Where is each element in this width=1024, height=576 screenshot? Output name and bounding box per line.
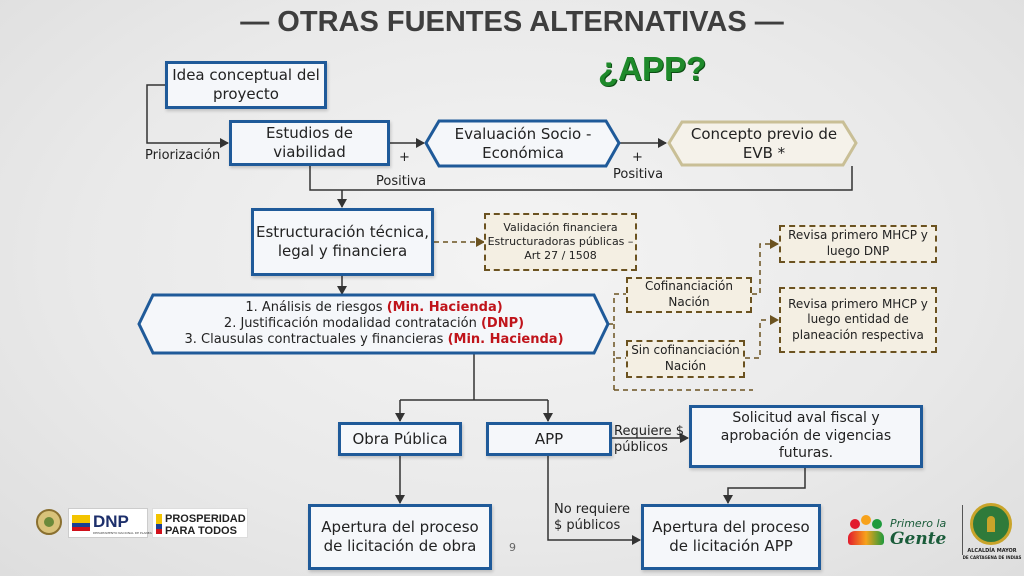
idea-conceptual-box: Idea conceptual del proyecto	[165, 61, 327, 109]
concepto-text: Concepto previo de EVB *	[690, 124, 838, 162]
estudios-viabilidad-box: Estudios de viabilidad	[229, 120, 390, 166]
apertura-obra-box: Apertura del proceso de licitación de ob…	[308, 504, 492, 570]
app-question-title: ¿APP?	[598, 50, 707, 87]
connector-idea-estudios	[146, 84, 229, 148]
connector-positiva-return	[309, 166, 853, 191]
obra-publica-text: Obra Pública	[352, 429, 448, 448]
revisa-entidad-box: Revisa primero MHCP y luego entidad de p…	[779, 287, 937, 353]
plus-label-1: +	[399, 150, 410, 165]
dnp-logo: DNP DEPARTAMENTO NACIONAL DE PLANEACIÓN	[68, 508, 159, 538]
seal-inner-icon	[44, 517, 54, 527]
revisa-dnp-text: Revisa primero MHCP y luego DNP	[788, 228, 928, 258]
priorizacion-label: Priorización	[145, 148, 221, 163]
flag-stripes-icon	[72, 515, 90, 531]
cartagena-seal-logo	[970, 503, 1012, 545]
apertura-app-text: Apertura del proceso de licitación APP	[652, 518, 810, 555]
apertura-obra-text: Apertura del proceso de licitación de ob…	[321, 518, 479, 555]
concepto-shape	[667, 120, 858, 167]
colombia-seal-logo	[36, 509, 62, 535]
analisis-item-1-tag: (Min. Hacienda)	[386, 299, 503, 315]
idea-conceptual-text: Idea conceptual del proyecto	[172, 66, 320, 103]
estructuracion-box: Estructuración técnica, legal y financie…	[251, 208, 434, 276]
page-title: — OTRAS FUENTES ALTERNATIVAS —	[240, 6, 784, 38]
connector-app-apertura	[547, 456, 641, 545]
sin-cofinanciacion-text: Sin cofinanciación Nación	[631, 343, 740, 373]
positiva-label-2: Positiva	[613, 167, 664, 182]
prosperidad-line-2: PARA TODOS	[165, 525, 237, 537]
analisis-item-2: 2. Justificación modalidad contratación …	[223, 315, 525, 331]
people-figures-icon	[848, 515, 884, 549]
app-text: APP	[534, 429, 564, 448]
analisis-list: 1. Análisis de riesgos (Min. Hacienda) 2…	[158, 295, 590, 353]
connector-cofin-revisa-dnp	[752, 239, 779, 295]
validacion-financiera-box: Validación financiera Estructuradoras pú…	[484, 213, 637, 271]
obra-publica-box: Obra Pública	[338, 422, 462, 456]
cofinanciacion-box: Cofinanciación Nación	[626, 277, 752, 313]
no-requiere-label: No requiere $ públicos	[554, 502, 631, 533]
prosperidad-flag-icon	[156, 514, 162, 534]
solicitud-aval-box: Solicitud aval fiscal y aprobación de vi…	[689, 405, 923, 468]
dnp-logo-subtext: DEPARTAMENTO NACIONAL DE PLANEACIÓN	[93, 531, 160, 535]
sin-cofinanciacion-box: Sin cofinanciación Nación	[626, 340, 745, 378]
page-number: 9	[509, 541, 516, 554]
apertura-app-box: Apertura del proceso de licitación APP	[641, 504, 821, 570]
alcaldia-line-1: ALCALDÍA MAYOR	[967, 548, 1017, 554]
estructuracion-text: Estructuración técnica, legal y financie…	[256, 223, 429, 260]
analisis-item-1: 1. Análisis de riesgos (Min. Hacienda)	[245, 299, 503, 315]
revisa-entidad-text: Revisa primero MHCP y luego entidad de p…	[788, 296, 928, 342]
analisis-item-3: 3. Clausulas contractuales y financieras…	[184, 332, 564, 348]
evaluacion-shape	[424, 119, 621, 168]
solicitud-aval-text: Solicitud aval fiscal y aprobación de vi…	[720, 410, 892, 462]
positiva-label-1: Positiva	[376, 174, 427, 189]
prosperidad-logo: PROSPERIDAD PARA TODOS	[152, 508, 248, 538]
logo-divider	[962, 505, 963, 555]
estudios-viabilidad-text: Estudios de viabilidad	[266, 124, 353, 161]
primero-la-text: Primero la	[890, 517, 947, 530]
connector-sin-revisa-entidad	[745, 315, 779, 359]
connector-split-sin	[613, 324, 626, 359]
connector-solicitud-apertura	[723, 468, 806, 504]
plus-label-2: +	[632, 150, 643, 165]
validacion-financiera-text: Validación financiera Estructuradoras pú…	[487, 220, 634, 263]
analisis-item-3-tag: (Min. Hacienda)	[447, 332, 564, 348]
alcaldia-line-2: DE CARTAGENA DE INDIAS	[962, 555, 1022, 560]
evaluacion-text: Evaluación Socio - Económica	[454, 124, 592, 162]
primero-la-gente-logo: Primero la Gente	[848, 507, 954, 551]
requiere-label: Requiere $ públicos	[614, 424, 685, 455]
cofinanciacion-text: Cofinanciación Nación	[644, 279, 733, 309]
connector-analisis-financiacion	[608, 293, 626, 325]
revisa-dnp-box: Revisa primero MHCP y luego DNP	[779, 225, 937, 263]
gente-text: Gente	[890, 529, 947, 549]
prosperidad-line-1: PROSPERIDAD	[165, 513, 246, 525]
palm-tree-icon	[987, 516, 995, 532]
dnp-logo-text: DNP	[93, 512, 129, 531]
analisis-item-2-tag: (DNP)	[480, 315, 525, 331]
app-box: APP	[486, 422, 612, 456]
analisis-shape	[137, 293, 610, 355]
